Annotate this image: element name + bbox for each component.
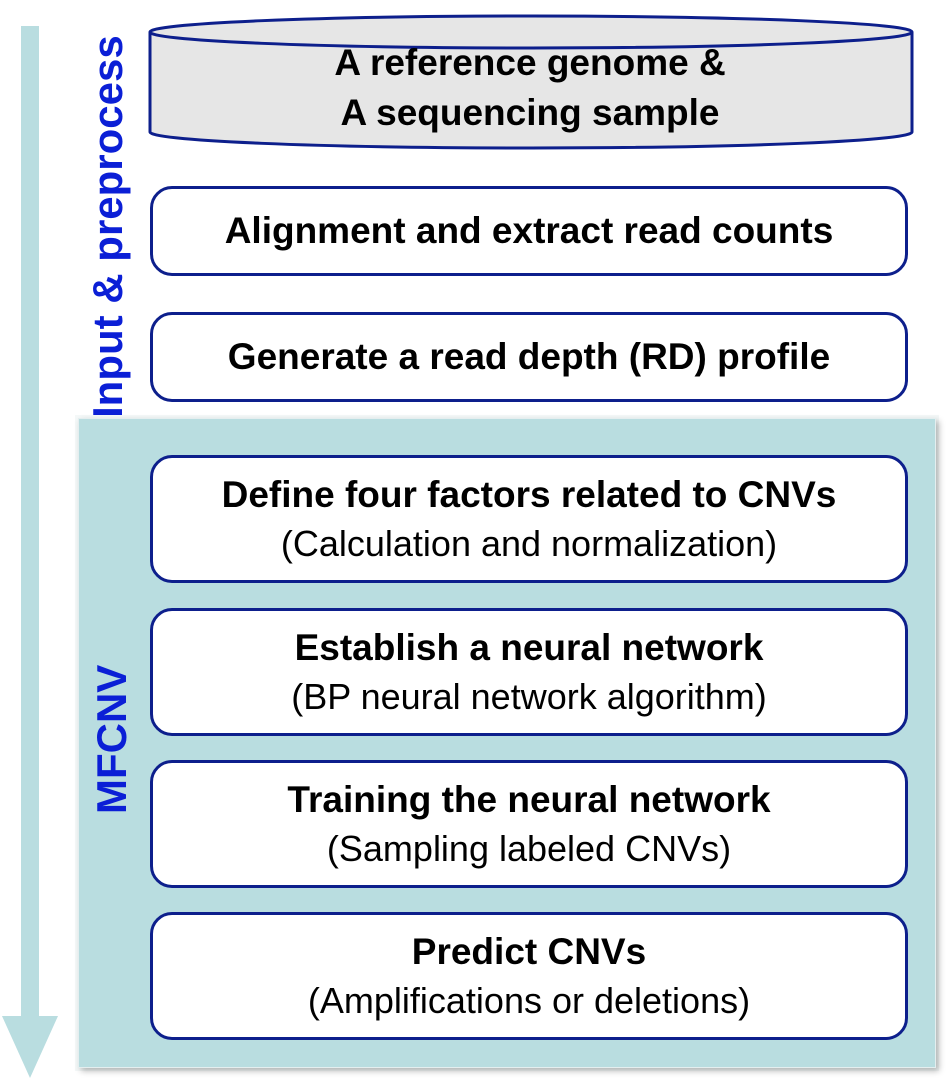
process-flow-arrow bbox=[2, 26, 58, 1078]
step-train-network: Training the neural network (Sampling la… bbox=[150, 760, 908, 888]
step-define-factors-title: Define four factors related to CNVs bbox=[221, 474, 837, 515]
database-line-2: A sequencing sample bbox=[340, 92, 720, 133]
step-train-network-title: Training the neural network bbox=[287, 779, 771, 820]
database-line-1: A reference genome & bbox=[334, 42, 726, 83]
database-cylinder bbox=[148, 14, 914, 150]
step-establish-network-subtitle: (BP neural network algorithm) bbox=[291, 676, 767, 717]
step-alignment-title: Alignment and extract read counts bbox=[224, 210, 834, 251]
step-rd-profile: Generate a read depth (RD) profile bbox=[150, 312, 908, 402]
step-rd-profile-title: Generate a read depth (RD) profile bbox=[227, 336, 831, 377]
input-preprocess-label: Input & preprocess bbox=[84, 35, 131, 418]
step-establish-network: Establish a neural network (BP neural ne… bbox=[150, 608, 908, 736]
step-train-network-subtitle: (Sampling labeled CNVs) bbox=[326, 828, 732, 869]
step-alignment: Alignment and extract read counts bbox=[150, 186, 908, 276]
mfcnv-label: MFCNV bbox=[88, 664, 135, 814]
step-establish-network-title: Establish a neural network bbox=[294, 627, 764, 668]
step-define-factors-subtitle: (Calculation and normalization) bbox=[280, 523, 778, 564]
step-predict-title: Predict CNVs bbox=[411, 931, 647, 972]
step-predict: Predict CNVs (Amplifications or deletion… bbox=[150, 912, 908, 1040]
database-label: A reference genome & A sequencing sample bbox=[148, 38, 912, 138]
step-predict-subtitle: (Amplifications or deletions) bbox=[307, 980, 751, 1021]
step-define-factors: Define four factors related to CNVs (Cal… bbox=[150, 455, 908, 583]
